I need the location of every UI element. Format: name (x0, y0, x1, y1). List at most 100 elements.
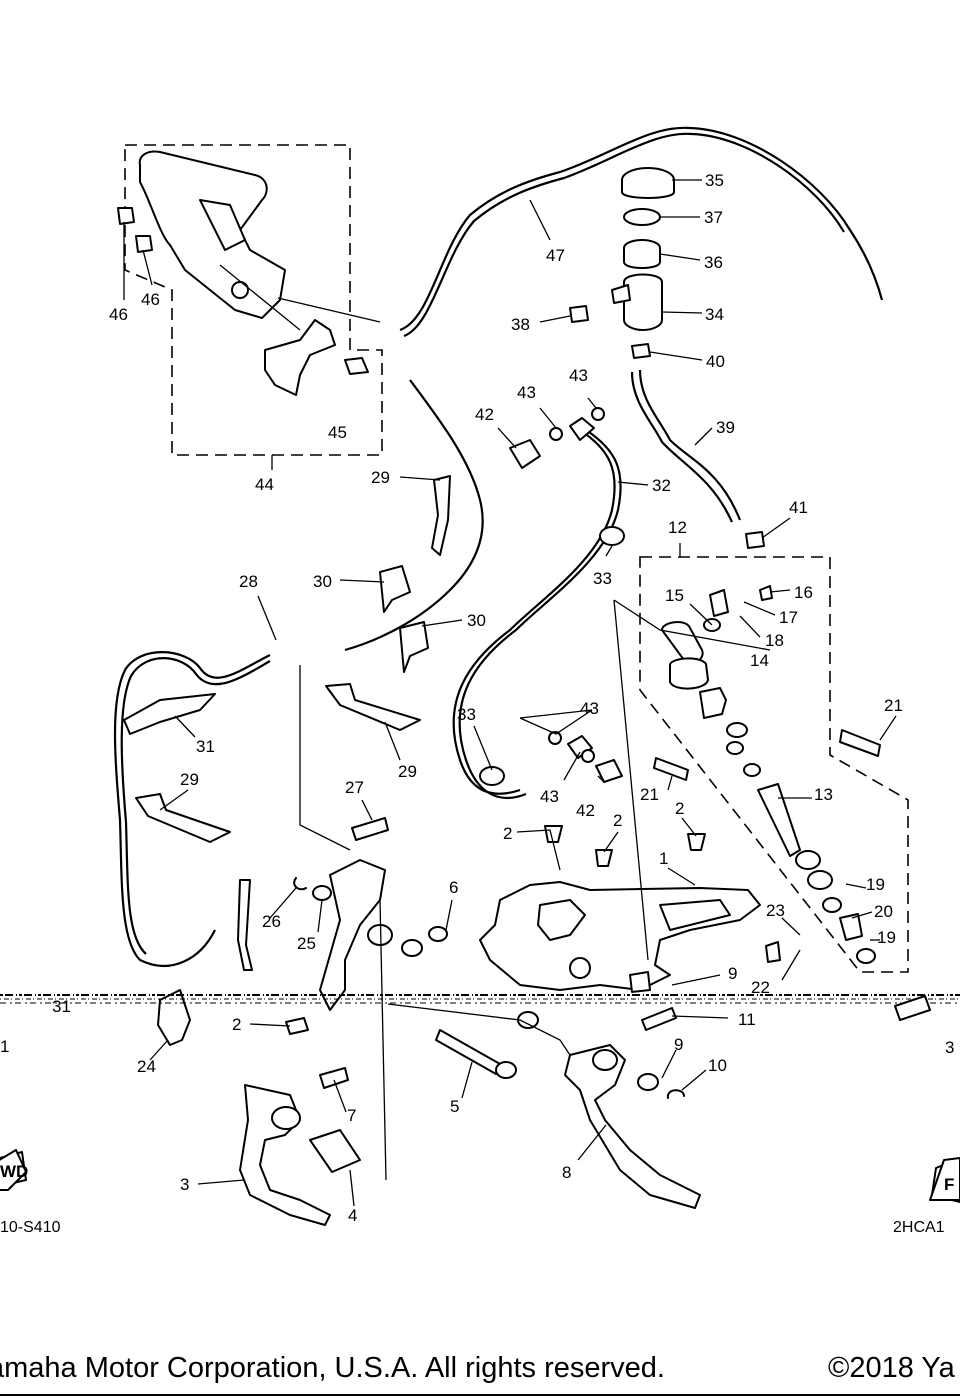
part-label: 45 (328, 423, 347, 442)
leader-lines (123, 179, 897, 1207)
part-label: 2 (675, 799, 684, 818)
spring-27 (351, 817, 389, 841)
part-label: 18 (765, 631, 784, 650)
part-label: 43 (540, 787, 559, 806)
bolt-2d (285, 1017, 309, 1035)
bolt-2c (687, 833, 706, 851)
copyright-left: amaha Motor Corporation, U.S.A. All righ… (0, 1352, 665, 1384)
part-label: 46 (141, 290, 160, 309)
part-label: 25 (297, 934, 316, 953)
cable-to-pedal (344, 379, 484, 652)
bolt-5 (435, 1029, 501, 1075)
bracket-2 (319, 859, 386, 1011)
cables (113, 126, 884, 967)
pedal-8 (564, 1044, 701, 1209)
part-label: 21 (640, 785, 659, 804)
part-label: 2 (503, 824, 512, 843)
pedal-bracket-and-pedals (157, 817, 761, 1226)
screw-38 (569, 305, 589, 323)
part-label: 4 (348, 1206, 357, 1225)
part-labels: 35 37 36 34 38 40 39 41 47 46 46 45 44 4… (0, 171, 954, 1225)
spring-11 (641, 1007, 677, 1031)
part-label: 35 (705, 171, 724, 190)
part-label: 34 (705, 305, 724, 324)
bolt-46b (135, 235, 153, 253)
part-label: 1 (659, 849, 668, 868)
part-label: 40 (706, 352, 725, 371)
part-label: 19 (877, 928, 896, 947)
fwd-arrow-left-icon (0, 1149, 27, 1191)
brake-hose-32 (452, 429, 616, 795)
part-label: 2 (232, 1015, 241, 1034)
part-label: 44 (255, 475, 274, 494)
part-label: 33 (593, 569, 612, 588)
part-label: 27 (345, 778, 364, 797)
part-label: 31 (196, 737, 215, 756)
part-label: 15 (665, 586, 684, 605)
part-label: 6 (449, 878, 458, 897)
copyright-right: ©2018 Ya (828, 1352, 955, 1384)
part-label: 11 (738, 1010, 756, 1029)
part-label: 36 (704, 253, 723, 272)
part-label: 29 (371, 468, 390, 487)
part-label: 30 (467, 611, 486, 630)
parking-brake-cable (399, 126, 884, 332)
part-label: 29 (180, 770, 199, 789)
scan-artifact-band (0, 994, 960, 1004)
bolt-2a (544, 825, 563, 843)
switch-45 (264, 319, 336, 396)
part-label: 37 (704, 208, 723, 227)
part-label: 42 (576, 801, 595, 820)
part-label: 28 (239, 572, 258, 591)
part-label: 24 (137, 1057, 156, 1076)
part-label: 30 (313, 572, 332, 591)
part-label: 9 (728, 964, 737, 983)
part-label: 21 (884, 696, 903, 715)
part-label: 7 (347, 1106, 356, 1125)
footer-rule (0, 1394, 960, 1396)
part-label: 19 (866, 875, 885, 894)
part-label: 17 (779, 608, 798, 627)
reservoir-stack (569, 167, 765, 549)
fwd-markers: WD F (0, 1149, 960, 1201)
pedal-3 (239, 1084, 331, 1226)
part-label: 39 (716, 418, 735, 437)
part-label: 33 (457, 705, 476, 724)
bushing-4 (309, 1129, 361, 1173)
guard-24 (157, 989, 191, 1046)
part-label: 1 (0, 1037, 9, 1056)
clutch-cable-28 (113, 651, 271, 967)
part-label: 16 (794, 583, 813, 602)
lever-handle (138, 150, 286, 319)
part-label: 43 (569, 366, 588, 385)
banjo-fittings (509, 407, 623, 783)
part-label: 9 (674, 1035, 683, 1054)
part-label: 32 (652, 476, 671, 495)
reservoir-34 (623, 273, 663, 331)
diaphragm-37 (623, 208, 661, 226)
part-label: 29 (398, 762, 417, 781)
part-label: 38 (511, 315, 530, 334)
part-label: 22 (751, 978, 770, 997)
part-label: 3 (180, 1175, 189, 1194)
drawing-code-right: 2HCA1 (893, 1219, 945, 1236)
part-label: 26 (262, 912, 281, 931)
part-label: 46 (109, 305, 128, 324)
part-label: 23 (766, 901, 785, 920)
part-label: 43 (580, 699, 599, 718)
spring-7 (319, 1067, 349, 1089)
assembly-boxes (124, 144, 909, 973)
part-label: 31 (52, 997, 71, 1016)
bracket-1 (479, 881, 761, 991)
fwd-left-text: WD (0, 1162, 28, 1181)
drawing-code-left: 10-S410 (0, 1219, 61, 1236)
clips (123, 475, 625, 971)
part-label: 43 (517, 383, 536, 402)
bolt-21b (653, 757, 689, 781)
part-label: 10 (708, 1056, 727, 1075)
part-label: 41 (789, 498, 808, 517)
brake-lever-assembly (117, 150, 369, 396)
edge-fragments (0, 995, 960, 1203)
part-label: 5 (450, 1097, 459, 1116)
part-label: 14 (750, 651, 769, 670)
